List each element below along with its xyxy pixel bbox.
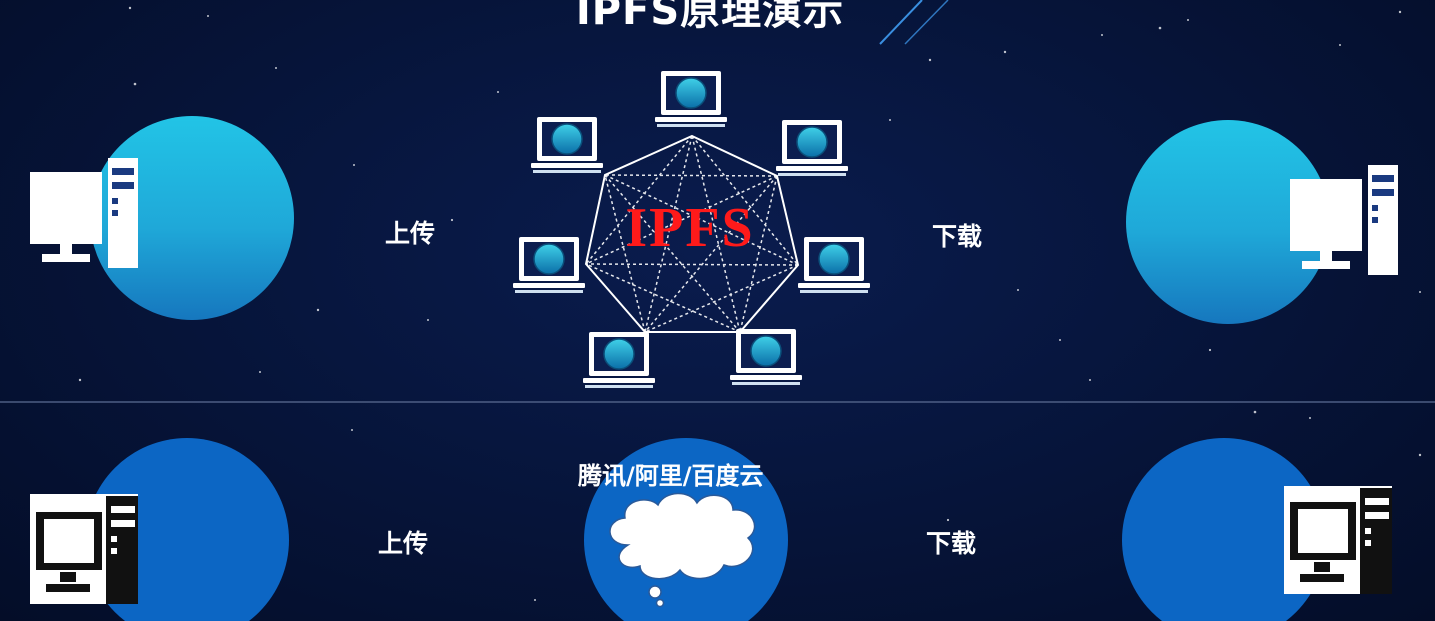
cloud-icon: [609, 492, 756, 608]
peer-laptop-icon: [797, 236, 871, 294]
peer-laptop-icon: [729, 328, 803, 386]
ipfs-download-label: 下载: [932, 222, 983, 251]
cloud-service-node: [584, 438, 788, 621]
uploader-computer-icon: [30, 158, 138, 268]
ipfs-network-mesh: [584, 134, 800, 333]
background-stars: [78, 6, 1422, 601]
ipfs-label: IPFS: [625, 197, 755, 259]
ipfs-downloader-node: [1126, 120, 1398, 324]
page-title: IPFS原理演示: [575, 0, 845, 34]
cloud-downloader-node: [1122, 438, 1392, 621]
peer-laptop-icon: [775, 119, 849, 177]
cloud-provider-label: 腾讯/阿里/百度云: [578, 462, 764, 490]
peer-laptop-icon: [512, 236, 586, 294]
peer-laptop-icon: [654, 70, 728, 128]
peer-laptop-icon: [582, 331, 656, 389]
ipfs-uploader-node: [30, 116, 294, 320]
ipfs-upload-label: 上传: [385, 219, 436, 248]
cloud-uploader-node: [30, 438, 289, 621]
peer-laptop-icon: [530, 116, 604, 174]
title-underline: [286, 0, 949, 45]
cloud-upload-label: 上传: [378, 529, 429, 558]
cloud-download-label: 下载: [926, 529, 977, 558]
